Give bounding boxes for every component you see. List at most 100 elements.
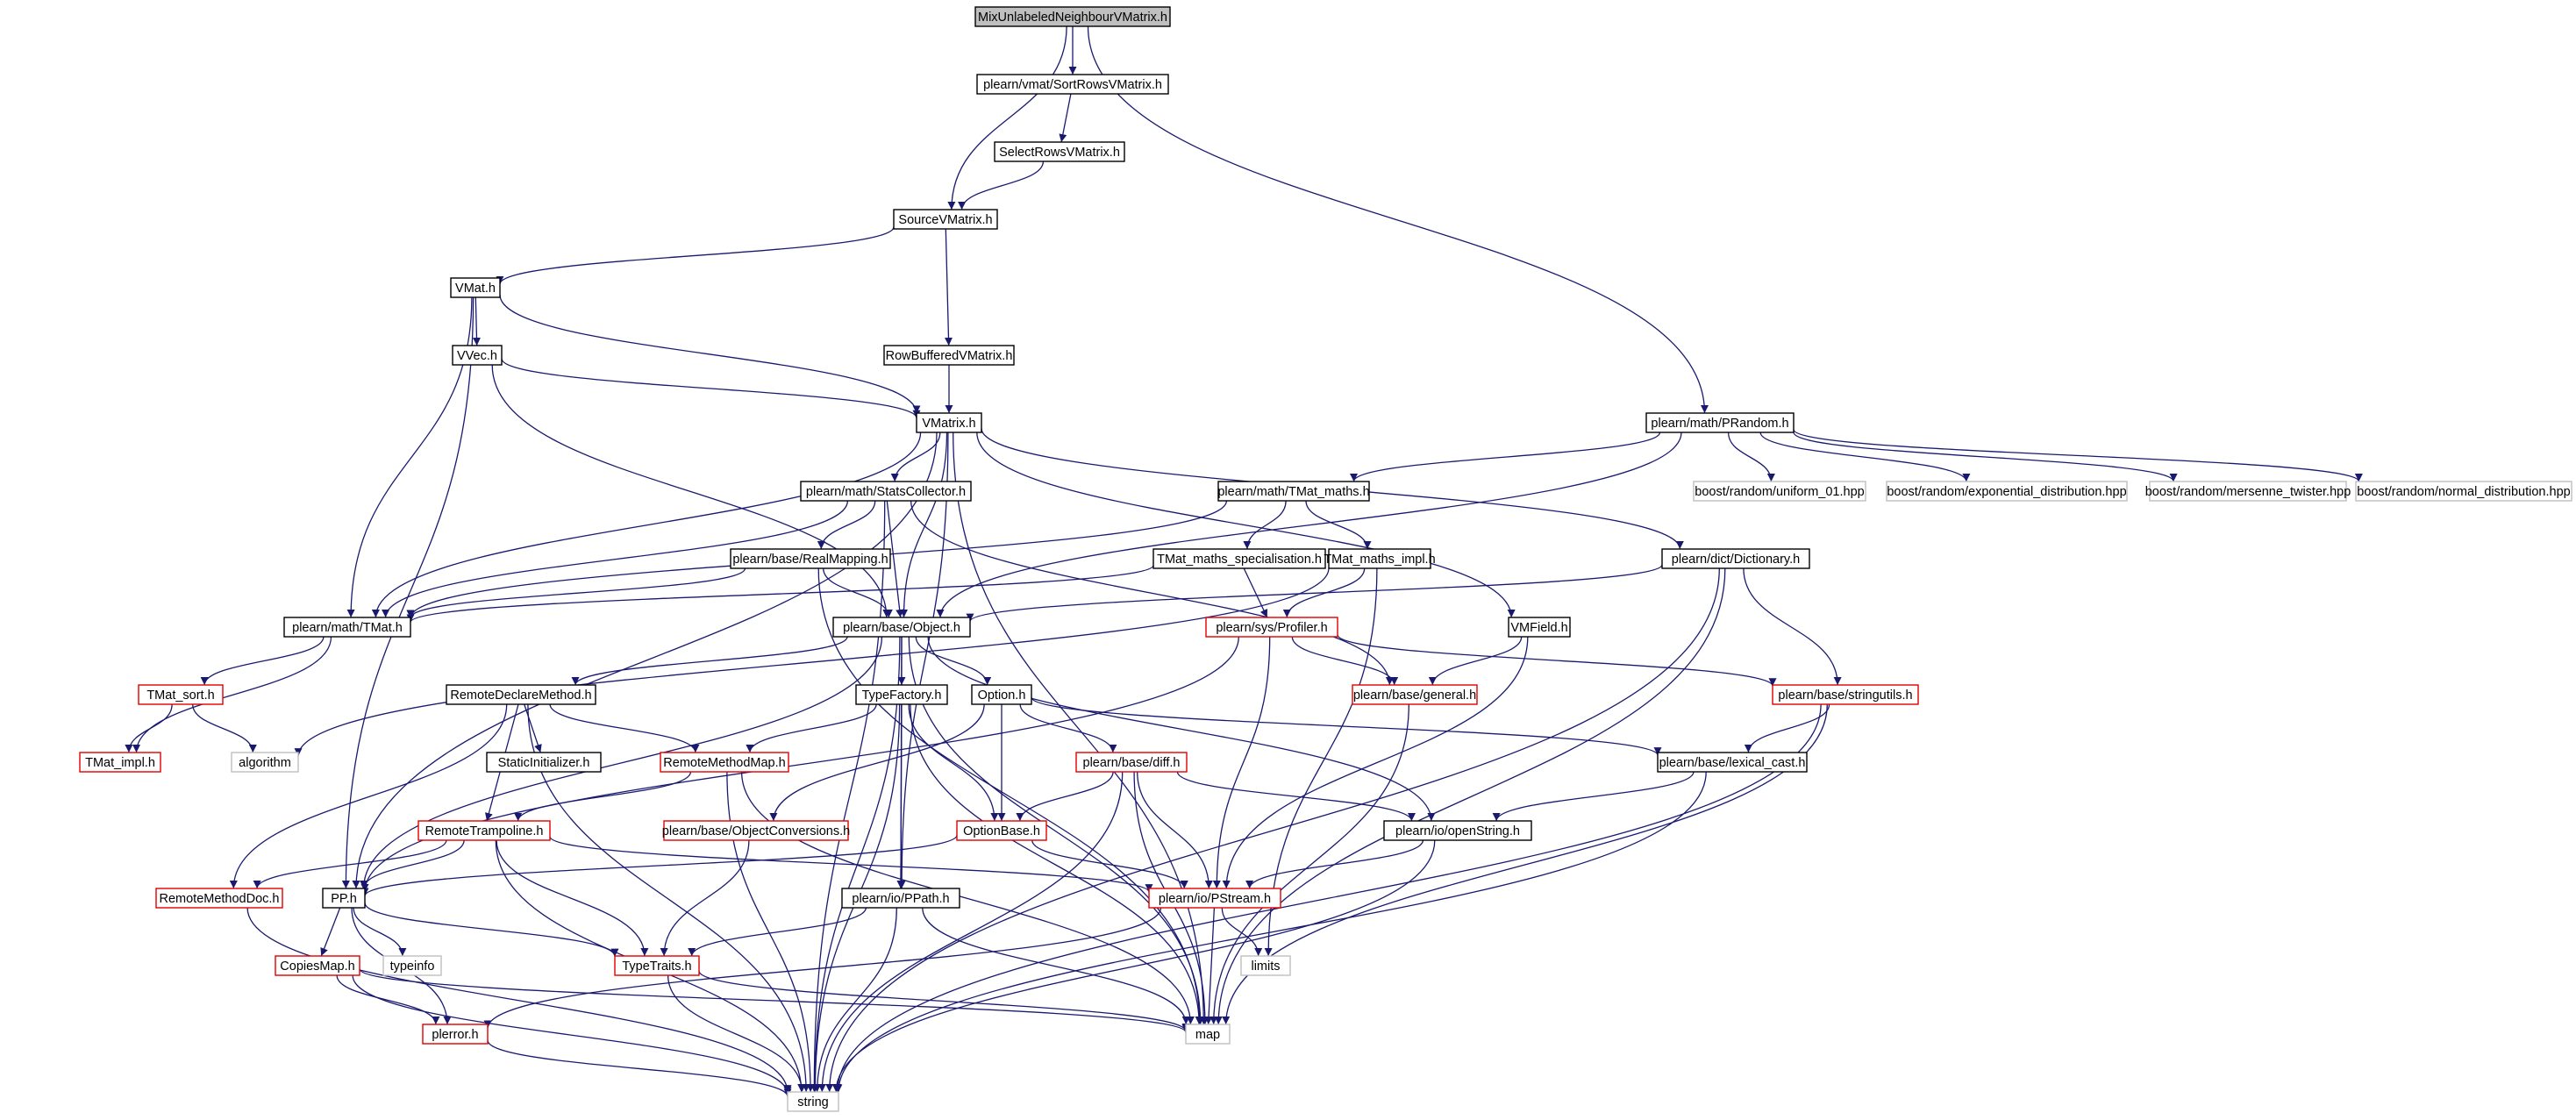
- node-algorithm[interactable]: algorithm: [231, 752, 299, 773]
- node-remotedecl[interactable]: RemoteDeclareMethod.h: [446, 684, 596, 705]
- edge-ppath-to-string: [813, 907, 897, 1093]
- node-label: map: [1195, 1028, 1220, 1042]
- node-vvec[interactable]: VVec.h: [452, 345, 503, 366]
- edge-object-to-map: [908, 636, 1205, 1025]
- node-ppath[interactable]: plearn/io/PPath.h: [841, 888, 960, 909]
- node-mersenne[interactable]: boost/random/mersenne_twister.hpp: [2145, 481, 2351, 502]
- node-box: [1205, 617, 1338, 638]
- node-remotetramp[interactable]: RemoteTrampoline.h: [417, 820, 551, 841]
- node-normal[interactable]: boost/random/normal_distribution.hpp: [2355, 481, 2572, 502]
- node-diff[interactable]: plearn/base/diff.h: [1075, 752, 1188, 773]
- node-label: TMat_impl.h: [85, 756, 155, 770]
- node-dict[interactable]: plearn/dict/Dictionary.h: [1661, 548, 1810, 569]
- node-lexical[interactable]: plearn/base/lexical_cast.h: [1657, 752, 1808, 773]
- edge-typefactory-to-ppath: [896, 703, 905, 889]
- node-option[interactable]: Option.h: [971, 684, 1032, 705]
- node-general[interactable]: plearn/base/general.h: [1352, 684, 1478, 705]
- node-label: SourceVMatrix.h: [898, 213, 992, 227]
- edge-vmatrix-to-map: [953, 432, 1208, 1025]
- node-pp[interactable]: PP.h: [322, 888, 366, 909]
- edge-ppath-to-typetraits: [688, 907, 867, 957]
- node-vmfield[interactable]: VMField.h: [1508, 617, 1571, 638]
- node-label: plearn/base/stringutils.h: [1778, 688, 1912, 703]
- node-map[interactable]: map: [1185, 1024, 1231, 1045]
- node-uniform[interactable]: boost/random/uniform_01.hpp: [1693, 481, 1866, 502]
- node-label: CopiesMap.h: [280, 959, 354, 974]
- node-label: RowBufferedVMatrix.h: [886, 349, 1013, 363]
- edge-diff-to-pstream: [1137, 771, 1213, 889]
- node-root[interactable]: MixUnlabeledNeighbourVMatrix.h: [974, 6, 1171, 27]
- node-realmap[interactable]: plearn/base/RealMapping.h: [730, 548, 891, 569]
- node-limits[interactable]: limits: [1240, 955, 1291, 976]
- edge-realmap-to-map: [817, 567, 1204, 1025]
- node-box: [1661, 548, 1810, 569]
- node-tmspec[interactable]: TMat_maths_specialisation.h: [1152, 548, 1326, 569]
- edge-dict-to-stringutils: [1743, 567, 1842, 686]
- node-remotemap[interactable]: RemoteMethodMap.h: [660, 752, 789, 773]
- node-prandom[interactable]: plearn/math/PRandom.h: [1645, 412, 1795, 433]
- node-openstring[interactable]: plearn/io/openString.h: [1383, 820, 1532, 841]
- edge-tmatsort-to-algorithm: [192, 703, 257, 753]
- node-typetraits[interactable]: TypeTraits.h: [614, 955, 700, 976]
- edge-option-to-objconv: [769, 703, 985, 822]
- edge-selectrows-to-source: [958, 161, 1045, 210]
- node-rowbuf[interactable]: RowBufferedVMatrix.h: [883, 345, 1015, 366]
- edge-option-to-diff: [1019, 703, 1117, 753]
- node-box: [1148, 888, 1281, 909]
- edge-stats-to-realmap: [817, 500, 876, 550]
- node-string[interactable]: string: [787, 1091, 839, 1112]
- node-copiesmap[interactable]: CopiesMap.h: [275, 955, 360, 976]
- edge-lexical-to-string: [834, 771, 1707, 1093]
- node-label: SelectRowsVMatrix.h: [999, 146, 1120, 160]
- edge-source-to-rowbuf: [944, 228, 953, 346]
- node-box: [730, 548, 891, 569]
- node-perror[interactable]: plerror.h: [422, 1024, 489, 1045]
- edge-openstring-to-pstream: [1245, 839, 1424, 889]
- edge-remotedecl-to-string: [527, 703, 810, 1093]
- node-tmat[interactable]: plearn/math/TMat.h: [283, 617, 411, 638]
- node-box: [971, 684, 1032, 705]
- edge-vmfield-to-pstream: [1222, 636, 1529, 889]
- node-object[interactable]: plearn/base/Object.h: [832, 617, 971, 638]
- edge-prandom-to-expdist: [1759, 432, 1971, 482]
- node-label: plearn/math/PRandom.h: [1651, 417, 1788, 431]
- node-typeinfo[interactable]: typeinfo: [382, 955, 442, 976]
- edge-ppath-to-map: [922, 907, 1190, 1025]
- edge-remotetramp-to-typetraits: [496, 839, 649, 957]
- node-box: [614, 955, 700, 976]
- node-source[interactable]: SourceVMatrix.h: [893, 209, 998, 230]
- node-label: plearn/base/diff.h: [1083, 756, 1181, 770]
- node-objconv[interactable]: plearn/base/ObjectConversions.h: [662, 820, 850, 841]
- node-label: plearn/dict/Dictionary.h: [1672, 553, 1800, 567]
- node-typefactory[interactable]: TypeFactory.h: [855, 684, 948, 705]
- node-box: [1352, 684, 1478, 705]
- node-tmatmaths[interactable]: plearn/math/TMat_maths.h: [1217, 481, 1370, 502]
- node-stringutils[interactable]: plearn/base/stringutils.h: [1772, 684, 1919, 705]
- node-profiler[interactable]: plearn/sys/Profiler.h: [1205, 617, 1338, 638]
- edge-perror-to-string: [487, 1039, 792, 1097]
- node-label: plearn/io/PStream.h: [1159, 892, 1271, 906]
- node-vmat[interactable]: VMat.h: [450, 277, 501, 298]
- node-staticinit[interactable]: StaticInitializer.h: [486, 752, 602, 773]
- node-box: [1328, 548, 1431, 569]
- node-stats[interactable]: plearn/math/StatsCollector.h: [800, 481, 972, 502]
- node-label: plearn/base/general.h: [1353, 688, 1476, 703]
- node-box: [422, 1024, 489, 1045]
- edge-vmatrix-to-tmat: [371, 432, 922, 618]
- node-label: StaticInitializer.h: [498, 756, 590, 770]
- edge-copiesmap-to-perror: [336, 974, 440, 1025]
- edge-pstream-to-limits: [1221, 907, 1263, 957]
- node-pstream[interactable]: plearn/io/PStream.h: [1148, 888, 1281, 909]
- node-selectrows[interactable]: SelectRowsVMatrix.h: [994, 141, 1125, 162]
- node-sortrows[interactable]: plearn/vmat/SortRowsVMatrix.h: [976, 74, 1169, 95]
- node-tmatsort[interactable]: TMat_sort.h: [138, 684, 224, 705]
- node-vmatrix[interactable]: VMatrix.h: [916, 412, 982, 433]
- edge-typefactory-to-optionbase: [908, 703, 999, 822]
- node-expdist[interactable]: boost/random/exponential_distribution.hp…: [1886, 481, 2128, 502]
- node-optionbase[interactable]: OptionBase.h: [956, 820, 1047, 841]
- node-tmatimpl[interactable]: TMat_impl.h: [79, 752, 161, 773]
- node-tmimpl[interactable]: TMat_maths_impl.h: [1324, 548, 1436, 569]
- node-remotedoc[interactable]: RemoteMethodDoc.h: [155, 888, 283, 909]
- edge-diff-to-openstring: [1176, 771, 1416, 822]
- edge-copiesmap-to-string: [352, 974, 792, 1095]
